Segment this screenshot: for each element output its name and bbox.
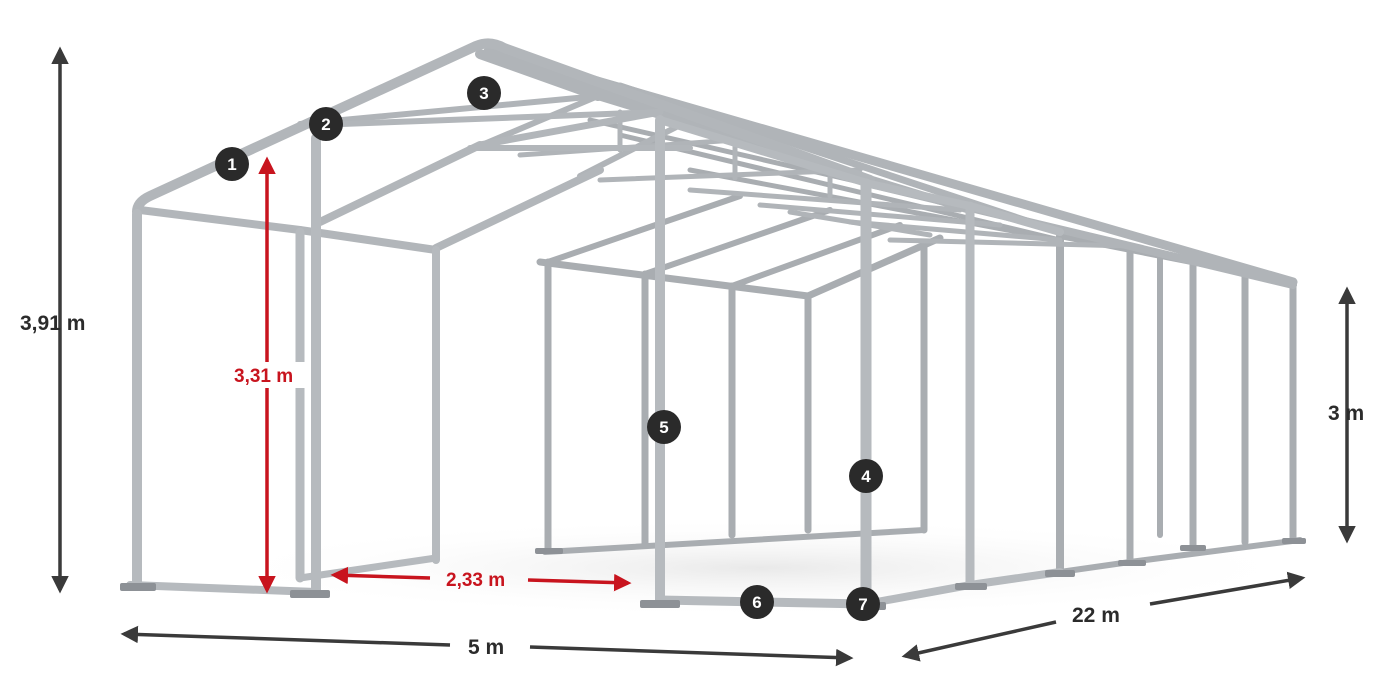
width-label: 5 m xyxy=(468,636,504,659)
badge-4: 4 xyxy=(849,459,883,493)
length-arrow-left xyxy=(901,620,1057,662)
badge-1: 1 xyxy=(215,147,249,181)
front-gable xyxy=(132,38,875,254)
badge-5: 5 xyxy=(647,410,681,444)
badge-7: 7 xyxy=(846,587,880,621)
badge-3: 3 xyxy=(467,76,501,110)
width-arrow-right xyxy=(529,645,854,667)
length-arrow-right xyxy=(1149,571,1306,606)
floor-shadow xyxy=(200,518,1320,618)
svg-text:2: 2 xyxy=(321,115,330,134)
inner-height-label: 3,31 m xyxy=(234,366,293,387)
side-height-label: 3 m xyxy=(1328,402,1364,425)
svg-text:1: 1 xyxy=(227,155,236,174)
badge-6: 6 xyxy=(740,585,774,619)
total-height-label: 3,91 m xyxy=(20,312,85,335)
svg-text:7: 7 xyxy=(858,595,867,614)
badge-2: 2 xyxy=(309,107,343,141)
door-width-arrow-left xyxy=(330,566,431,585)
door-width-arrow-right xyxy=(527,573,632,592)
length-label: 22 m xyxy=(1072,604,1120,627)
front-posts xyxy=(126,115,1064,610)
door-width-label: 2,33 m xyxy=(446,570,505,591)
svg-text:4: 4 xyxy=(861,467,871,486)
svg-text:6: 6 xyxy=(752,593,761,612)
svg-text:3: 3 xyxy=(479,84,488,103)
svg-text:5: 5 xyxy=(659,418,668,437)
width-arrow-left xyxy=(120,625,451,647)
inner-height-label-bg xyxy=(230,362,310,388)
foot-plates xyxy=(120,538,1306,610)
